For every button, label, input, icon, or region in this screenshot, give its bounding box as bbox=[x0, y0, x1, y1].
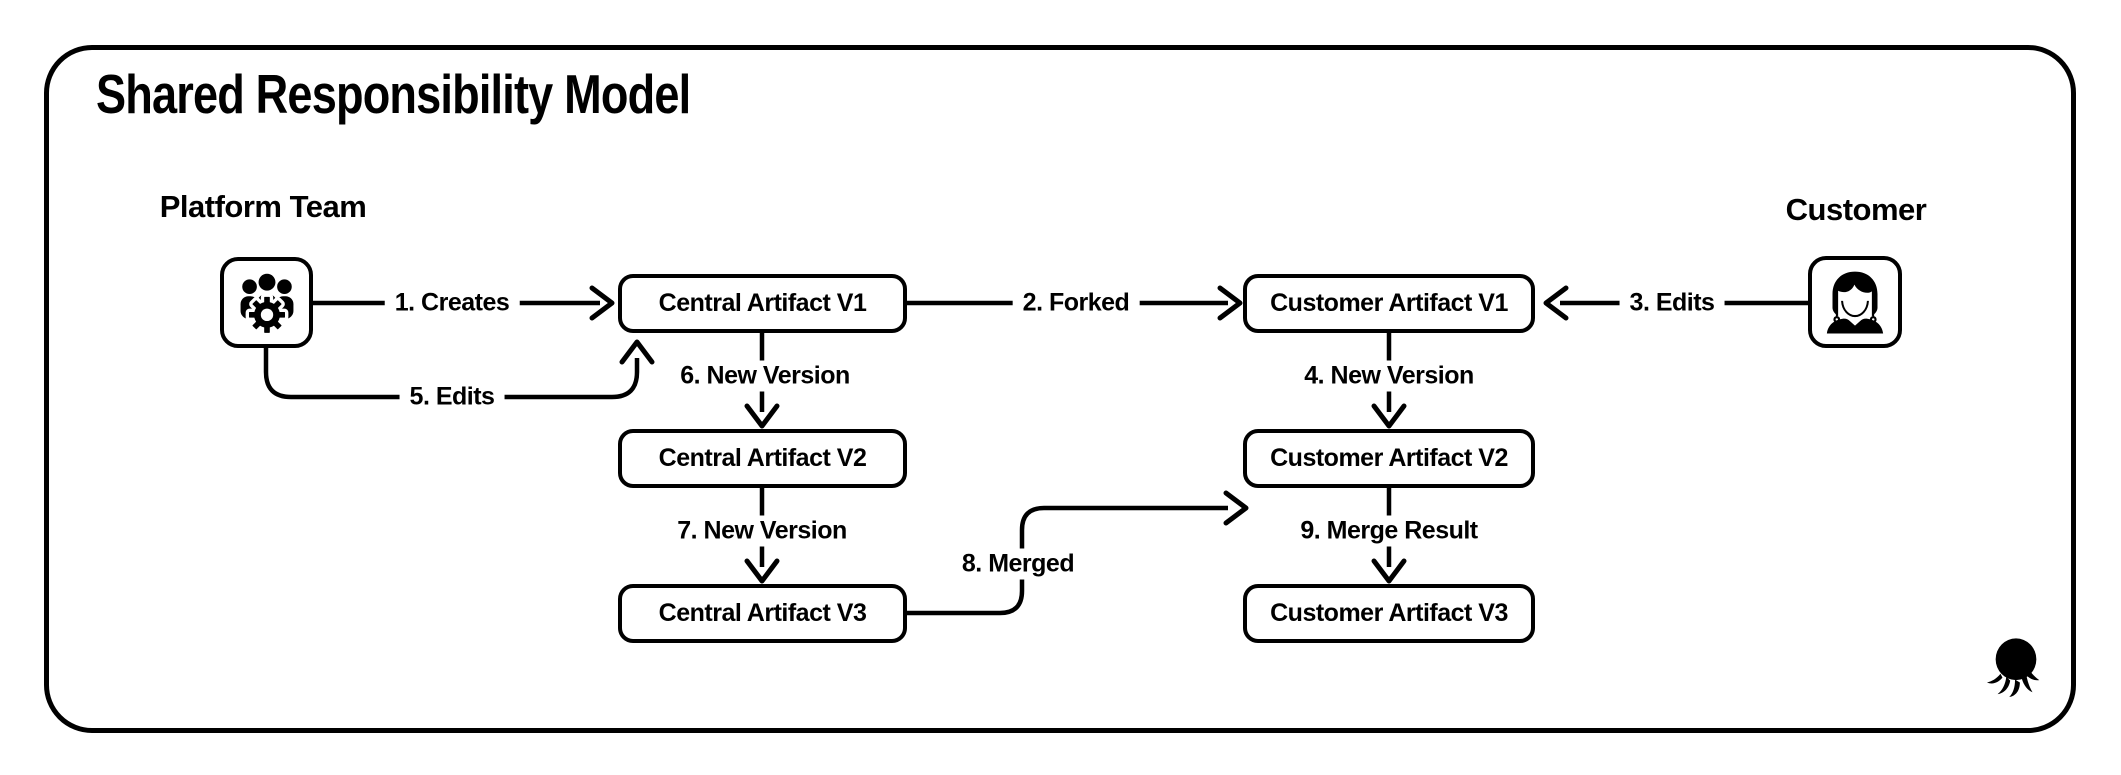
edge-merged-arrowhead-icon bbox=[1223, 490, 1249, 526]
node-central-artifact-v2: Central Artifact V2 bbox=[618, 429, 907, 488]
diagram-title: Shared Responsibility Model bbox=[96, 63, 691, 125]
platform-team-label: Platform Team bbox=[159, 189, 367, 224]
node-customer-artifact-v3-label: Customer Artifact V3 bbox=[1270, 599, 1508, 627]
node-central-artifact-v2-label: Central Artifact V2 bbox=[658, 444, 867, 472]
node-customer-artifact-v1: Customer Artifact V1 bbox=[1243, 274, 1535, 333]
edge-merged-label: 8. Merged bbox=[951, 548, 1085, 580]
edge-new-version-7-arrowhead-icon bbox=[744, 558, 780, 584]
node-customer-artifact-v1-label: Customer Artifact V1 bbox=[1270, 289, 1508, 317]
node-central-artifact-v3-label: Central Artifact V3 bbox=[658, 599, 867, 627]
node-central-artifact-v1: Central Artifact V1 bbox=[618, 274, 907, 333]
edge-forked-label: 2. Forked bbox=[1012, 287, 1140, 319]
edge-edits-customer-arrowhead-icon bbox=[1543, 285, 1569, 321]
node-customer-artifact-v3: Customer Artifact V3 bbox=[1243, 584, 1535, 643]
edge-edits-platform-arrowhead-icon bbox=[619, 339, 655, 365]
edge-creates-label: 1. Creates bbox=[384, 287, 520, 319]
customer-label: Customer bbox=[1785, 192, 1927, 227]
team-gear-icon bbox=[240, 273, 293, 336]
edge-creates-arrowhead-icon bbox=[589, 285, 615, 321]
node-customer-artifact-v2-label: Customer Artifact V2 bbox=[1270, 444, 1508, 472]
woman-user-icon bbox=[1826, 271, 1884, 334]
diagram-border bbox=[44, 45, 2076, 733]
platform-team-node bbox=[220, 257, 313, 348]
node-central-artifact-v3: Central Artifact V3 bbox=[618, 584, 907, 643]
customer-node bbox=[1808, 256, 1902, 348]
edge-merge-result-label: 9. Merge Result bbox=[1290, 515, 1488, 547]
edge-new-version-4-arrowhead-icon bbox=[1371, 403, 1407, 429]
edge-new-version-6-arrowhead-icon bbox=[744, 403, 780, 429]
edge-new-version-7-label: 7. New Version bbox=[667, 515, 857, 547]
edge-edits-platform-label: 5. Edits bbox=[399, 381, 505, 413]
octopus-icon bbox=[1986, 638, 2040, 698]
node-customer-artifact-v2: Customer Artifact V2 bbox=[1243, 429, 1535, 488]
node-central-artifact-v1-label: Central Artifact V1 bbox=[658, 289, 867, 317]
edge-edits-customer-label: 3. Edits bbox=[1619, 287, 1725, 319]
edge-new-version-6-label: 6. New Version bbox=[670, 360, 860, 392]
edge-new-version-4-label: 4. New Version bbox=[1294, 360, 1484, 392]
edge-merge-result-arrowhead-icon bbox=[1371, 558, 1407, 584]
edge-forked-arrowhead-icon bbox=[1217, 285, 1243, 321]
